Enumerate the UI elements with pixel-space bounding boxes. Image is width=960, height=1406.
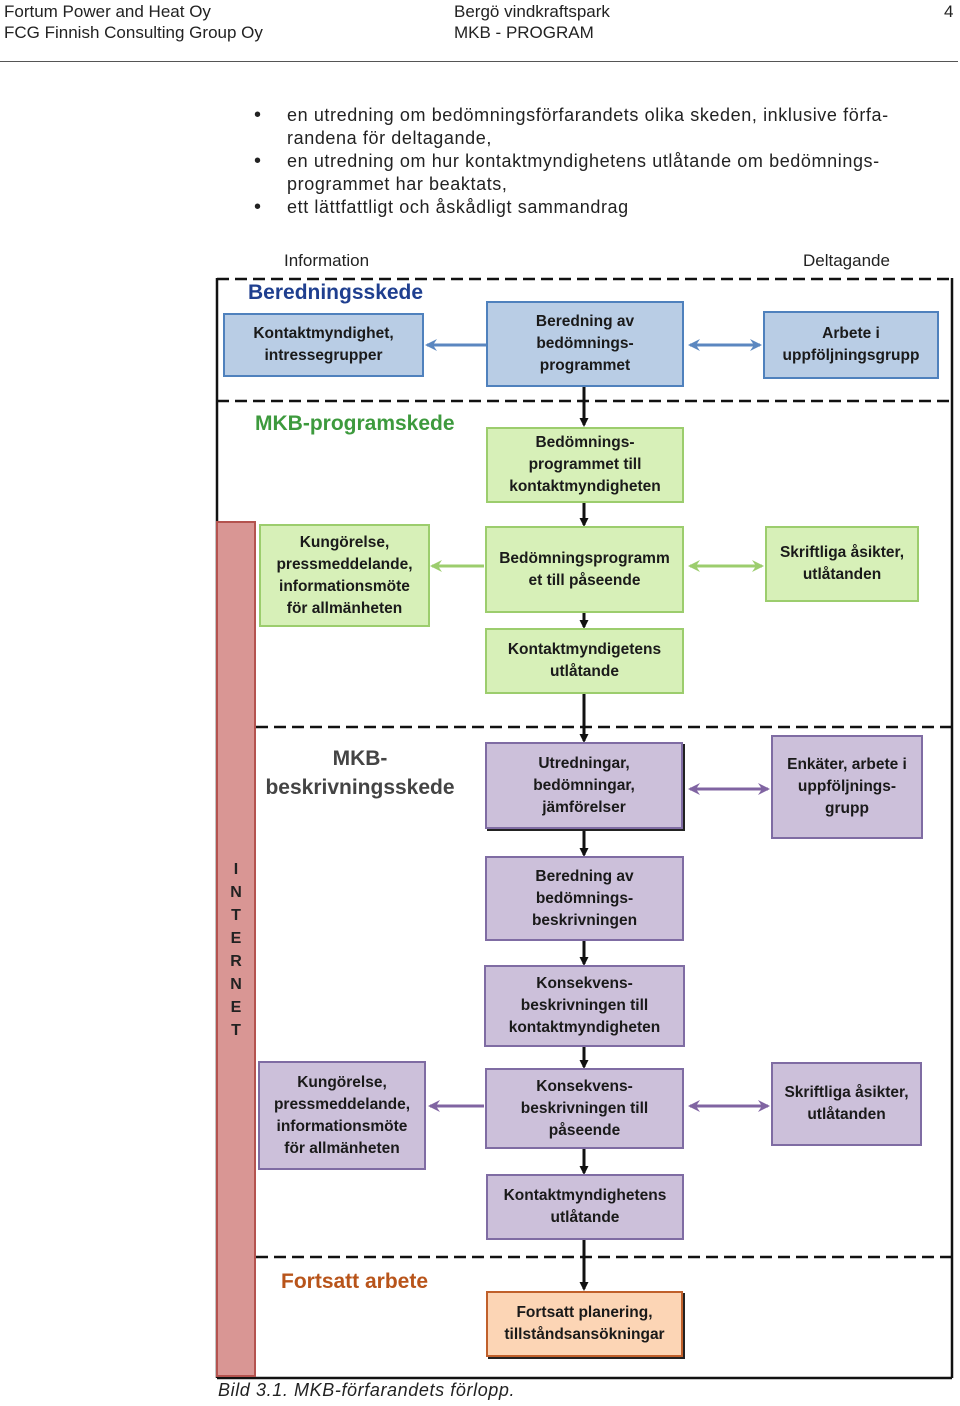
box-program-on-display: Bedömningsprogramm et till påseende xyxy=(485,526,684,613)
phase-title-program: MKB-programskede xyxy=(255,412,455,435)
header-company: Fortum Power and Heat Oy xyxy=(4,2,211,21)
header-page-number: 4 xyxy=(944,2,954,21)
figure-caption: Bild 3.1. MKB-förfarandets förlopp. xyxy=(218,1380,516,1400)
box-program-to-authority: Bedömnings- programmet till kontaktmyndi… xyxy=(486,427,684,503)
box-announcement-2: Kungörelse, pressmeddelande, information… xyxy=(258,1061,426,1170)
column-label-participation: Deltagande xyxy=(803,251,890,270)
column-label-information: Information xyxy=(284,251,370,270)
box-authority-statement-1: Kontaktmyndigetens utlåtande xyxy=(485,628,684,694)
box-written-opinions-1: Skriftliga åsikter, utlåtanden xyxy=(765,526,919,602)
bullet-list: en utredning om bedömningsförfarandets o… xyxy=(254,104,954,219)
phase-title-preparation: Beredningsskede xyxy=(248,281,424,304)
box-surveys: Enkäter, arbete i uppföljnings- grupp xyxy=(771,735,923,839)
box-description-on-display: Konsekvens- beskrivningen till påseende xyxy=(485,1068,684,1149)
box-description-to-authority: Konsekvens- beskrivningen till kontaktmy… xyxy=(484,965,685,1047)
header-rule xyxy=(0,61,958,62)
header-project: Bergö vindkraftspark xyxy=(454,2,610,21)
bullet-item: ett lättfattligt och åskådligt sammandra… xyxy=(254,196,954,219)
phase-title-continued: Fortsatt arbete xyxy=(281,1270,429,1293)
box-prep-program: Beredning av bedömnings- programmet xyxy=(486,301,684,387)
bullet-item: en utredning om hur kontaktmyndighetens … xyxy=(254,150,954,196)
box-announcement-1: Kungörelse, pressmeddelande, information… xyxy=(259,524,430,627)
box-contact-authority: Kontaktmyndighet, intressegrupper xyxy=(223,313,424,377)
phase-title-description: MKB- beskrivningsskede xyxy=(265,747,455,799)
internet-label: I N T E R N E T xyxy=(230,861,242,1039)
header-consultant: FCG Finnish Consulting Group Oy xyxy=(4,23,263,42)
box-studies: Utredningar, bedömningar, jämförelser xyxy=(485,742,683,829)
box-authority-statement-2: Kontaktmyndighetens utlåtande xyxy=(486,1174,684,1240)
bullet-item: en utredning om bedömningsförfarandets o… xyxy=(254,104,954,150)
box-prep-description: Beredning av bedömnings- beskrivningen xyxy=(485,856,684,941)
box-follow-up-group: Arbete i uppföljningsgrupp xyxy=(763,311,939,379)
internet-bar xyxy=(216,521,256,1377)
header-document: MKB - PROGRAM xyxy=(454,23,594,42)
box-continued-planning: Fortsatt planering, tillståndsansökninga… xyxy=(486,1291,683,1357)
box-written-opinions-2: Skriftliga åsikter, utlåtanden xyxy=(771,1062,922,1146)
